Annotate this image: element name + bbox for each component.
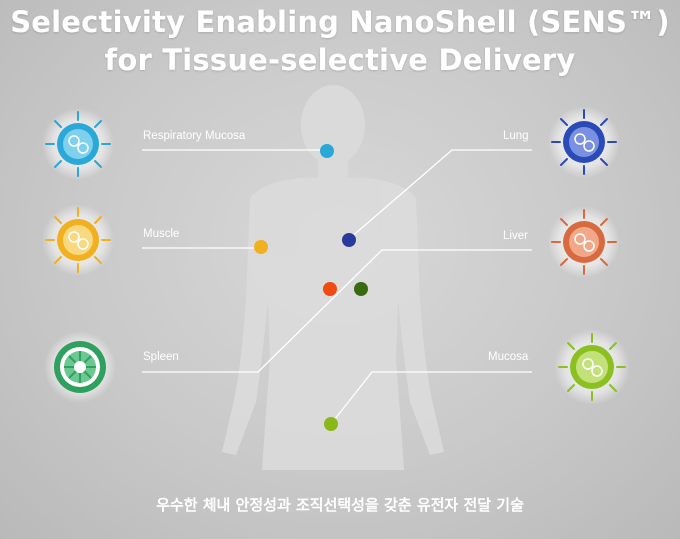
- dot-liver: [323, 282, 337, 296]
- line-spleen: [142, 249, 532, 373]
- nanoparticle-respiratory-icon: [42, 108, 114, 180]
- line-lung: [348, 149, 532, 240]
- nanoparticle-mucosa-icon: [554, 329, 630, 405]
- nanoparticle-liver-icon: [548, 206, 620, 278]
- label-liver: Liver: [503, 230, 528, 242]
- korean-caption: 우수한 체내 안정성과 조직선택성을 갖춘 유전자 전달 기술: [156, 496, 524, 514]
- connector-lines: [142, 149, 532, 425]
- dot-muscle: [254, 240, 268, 254]
- label-spleen: Spleen: [143, 351, 179, 363]
- label-lung: Lung: [503, 130, 529, 142]
- dot-respiratory: [320, 144, 334, 158]
- human-body-silhouette: [222, 85, 444, 470]
- dot-liver-secondary: [354, 282, 368, 296]
- label-mucosa: Mucosa: [488, 351, 529, 363]
- title-line-2: for Tissue-selective Delivery: [104, 43, 576, 77]
- nanoparticle-spleen-icon: [44, 331, 116, 403]
- line-mucosa: [330, 371, 532, 425]
- nanoparticle-muscle-icon: [42, 204, 114, 276]
- dot-mucosa: [324, 417, 338, 431]
- label-respiratory-mucosa: Respiratory Mucosa: [143, 130, 246, 142]
- title-line-1: Selectivity Enabling NanoShell (SENS™): [10, 5, 670, 39]
- dot-lung: [342, 233, 356, 247]
- label-muscle: Muscle: [143, 228, 180, 240]
- nanoparticle-lung-icon: [548, 106, 620, 178]
